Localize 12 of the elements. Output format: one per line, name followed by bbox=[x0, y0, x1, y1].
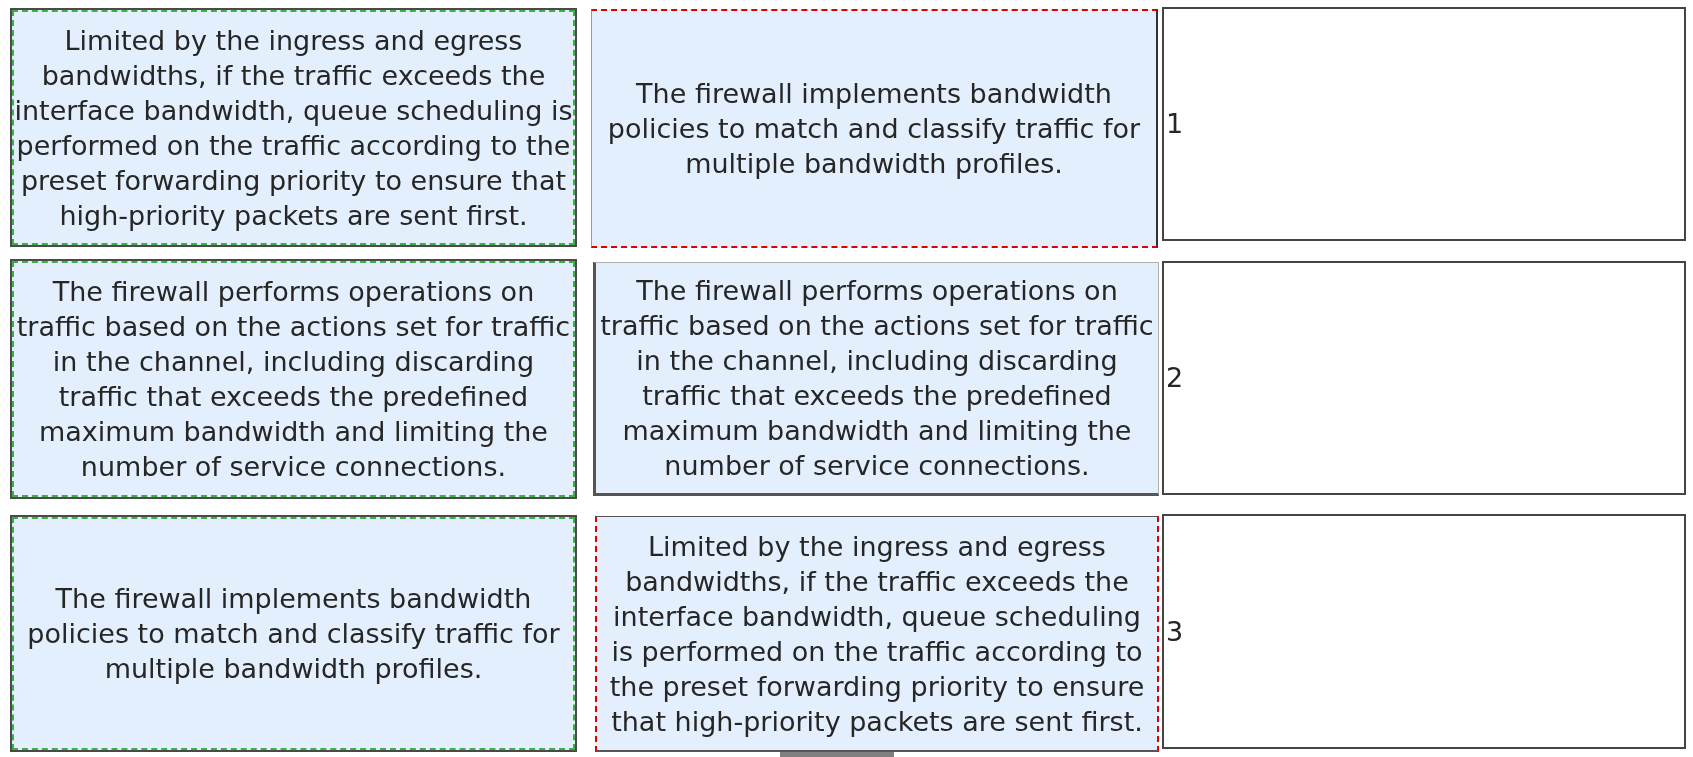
placed-answer-card: The firewall performs operations on traffic based on the actions set for traffic in the channel, including discarding traffic that exceeds the predefined maximum bandwidth and limiting the number of service connections. bbox=[593, 262, 1159, 496]
answer-option-card: Limited by the ingress and egress bandwidths, if the traffic exceeds the interface bandwidth, queue scheduling is performed on the traffic according to the preset forwarding priority to ensure that high-priority packets are sent first. bbox=[10, 8, 577, 247]
row-number: 3 bbox=[1166, 615, 1184, 648]
drop-target-box bbox=[1162, 7, 1686, 241]
row-number: 1 bbox=[1166, 108, 1184, 140]
drop-target-box bbox=[1162, 261, 1686, 495]
answer-option-card: The firewall performs operations on traffic based on the actions set for traffic in the channel, including discarding traffic that exceeds the predefined maximum bandwidth and limiting the number of service connections. bbox=[10, 259, 577, 499]
drop-target-box bbox=[1162, 514, 1686, 749]
placed-answer-card: Limited by the ingress and egress bandwidths, if the traffic exceeds the interface bandwidth, queue scheduling is performed on the traffic according to the preset forwarding priority to ensure that high-priority packets are sent first. bbox=[595, 516, 1159, 752]
placed-answer-card: The firewall implements bandwidth policies to match and classify traffic for multiple bandwidth profiles. bbox=[591, 9, 1158, 248]
answer-option-card: The firewall implements bandwidth policies to match and classify traffic for multiple bandwidth profiles. bbox=[10, 515, 577, 752]
row-number: 2 bbox=[1166, 362, 1184, 394]
